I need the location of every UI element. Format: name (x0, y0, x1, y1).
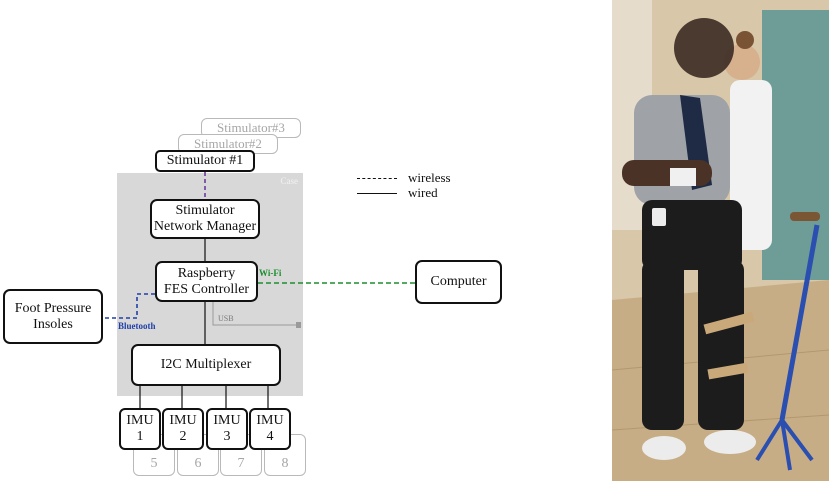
network-manager-line-2: Network Manager (153, 219, 257, 234)
imu-2-box: IMU 2 (162, 408, 204, 450)
network-manager-box: Stimulator Network Manager (150, 199, 260, 239)
foot-pressure-insoles-box: Foot Pressure Insoles (3, 289, 103, 344)
patient-photo (612, 0, 829, 481)
patient-photo-illustration (612, 0, 829, 481)
computer-label: Computer (430, 274, 487, 289)
usb-label: USB (218, 314, 234, 323)
stimulator-1-box: Stimulator #1 (155, 150, 255, 172)
imu-1-name: IMU (126, 413, 154, 428)
legend-wireless-line (357, 178, 397, 179)
foot-insoles-line-1: Foot Pressure (14, 300, 92, 316)
connection-lines (103, 172, 415, 408)
fes-controller-line-2: FES Controller (163, 281, 250, 297)
bluetooth-label: Bluetooth (118, 321, 156, 331)
network-manager-line-1: Stimulator (175, 203, 235, 218)
imu-2-name: IMU (169, 413, 197, 428)
case-label: Case (280, 176, 299, 186)
stimulator-2-ghost: Stimulator#2 (178, 134, 278, 154)
i2c-multiplexer-box: I2C Multiplexer (131, 344, 281, 386)
imu-2-number: 2 (179, 429, 187, 444)
bluetooth-link (103, 293, 155, 319)
usb-wire (212, 302, 298, 326)
imu-4-name: IMU (256, 413, 284, 428)
imu-3-name: IMU (213, 413, 241, 428)
imu-4-box: IMU 4 (249, 408, 291, 450)
stimulator-1-label: Stimulator #1 (166, 153, 244, 168)
imu-3-number: 3 (223, 429, 231, 444)
i2c-multiplexer-label: I2C Multiplexer (160, 357, 252, 372)
wifi-label: Wi-Fi (259, 268, 282, 278)
computer-box: Computer (415, 260, 502, 304)
foot-insoles-line-2: Insoles (33, 316, 73, 332)
imu-4-number: 4 (266, 429, 274, 444)
stimulator-3-ghost: Stimulator#3 (201, 118, 301, 138)
fes-controller-line-1: Raspberry (177, 265, 236, 281)
imu-3-box: IMU 3 (206, 408, 248, 450)
fes-controller-box: Raspberry FES Controller (155, 261, 258, 302)
legend-wireless-label: wireless (408, 170, 451, 185)
imu-1-number: 1 (136, 429, 144, 444)
legend-wired-line (357, 193, 397, 194)
imu-1-box: IMU 1 (119, 408, 161, 450)
legend-wired-label: wired (408, 185, 438, 200)
